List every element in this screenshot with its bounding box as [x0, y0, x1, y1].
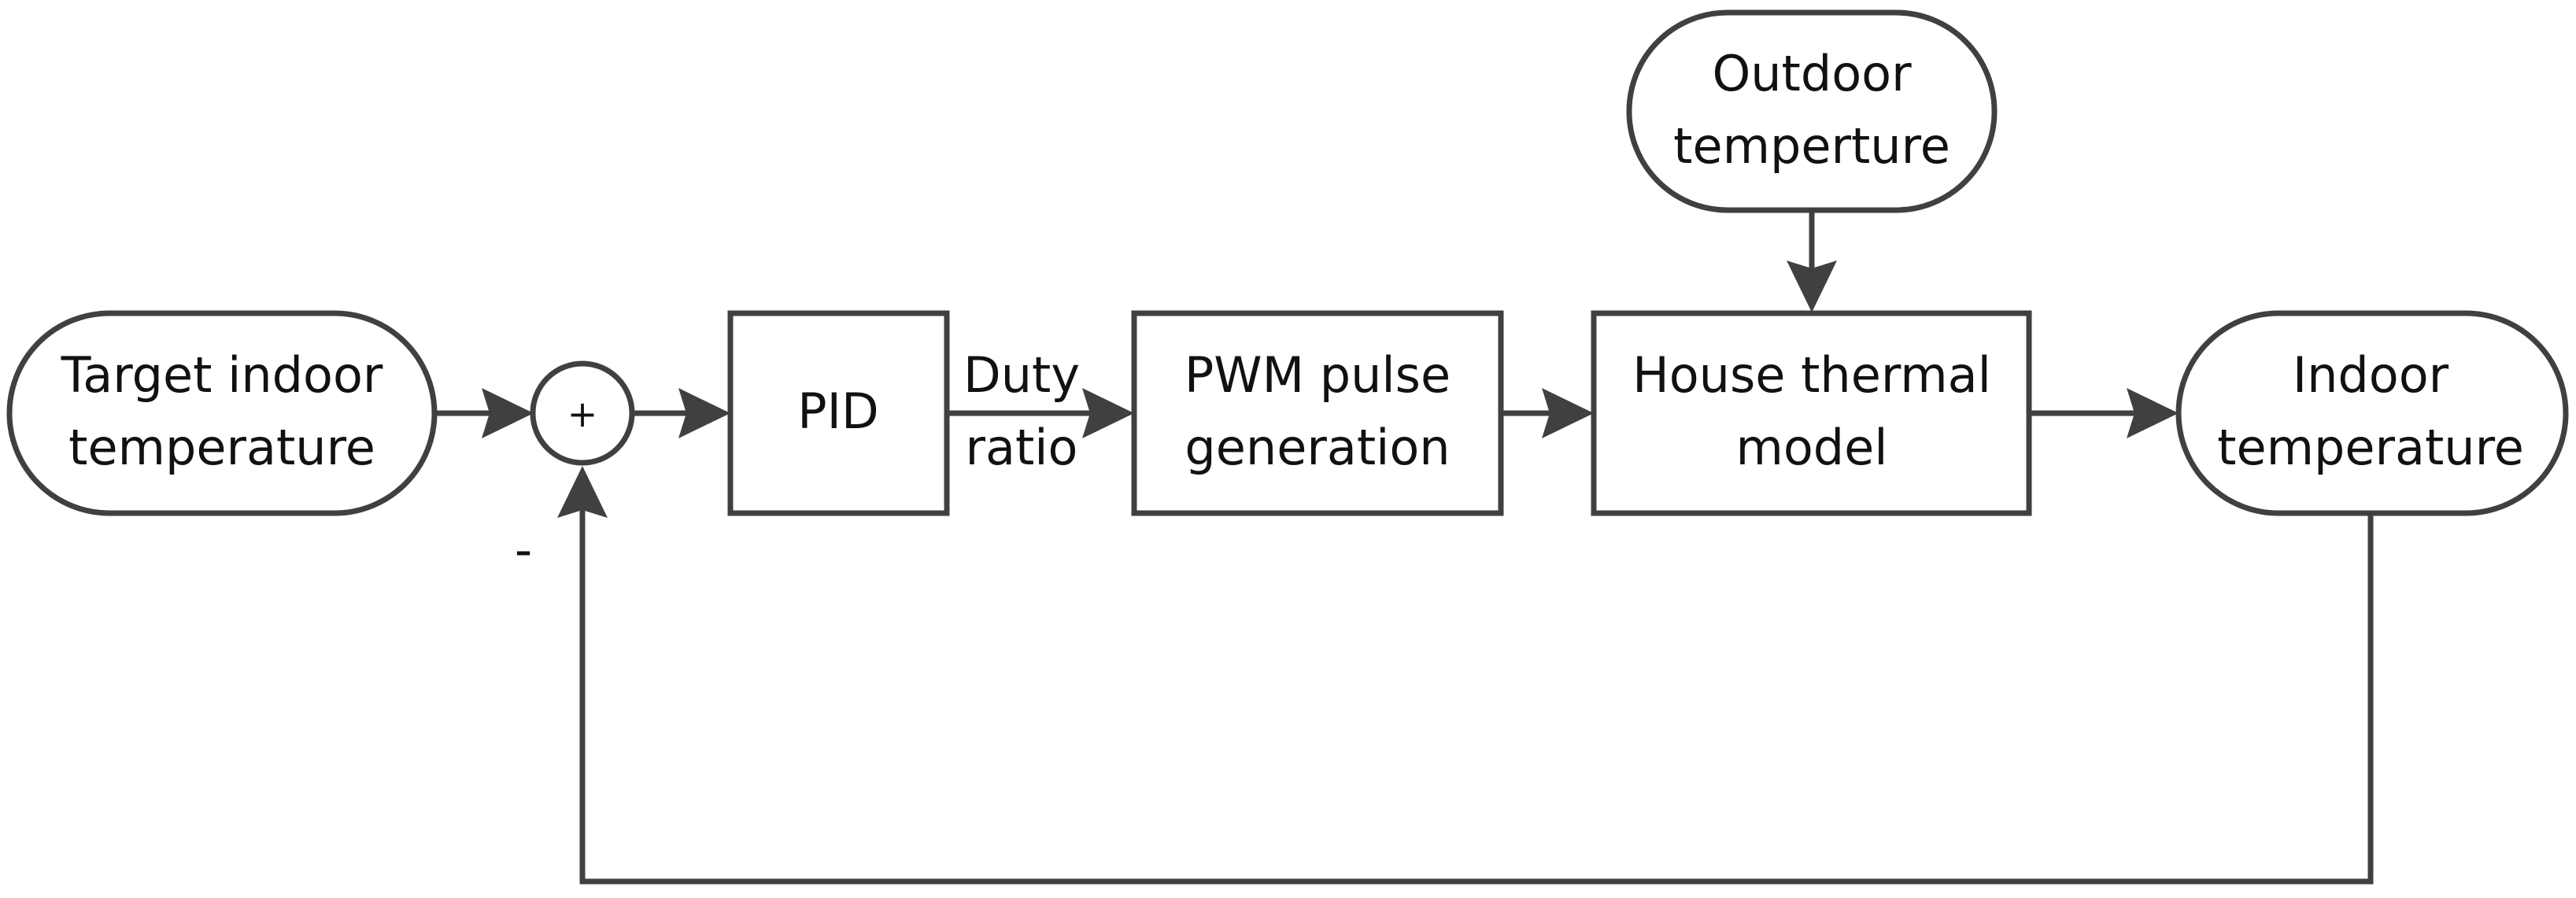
arrowhead-target-to-sum: [482, 388, 534, 438]
pwm-pulse-generation-block: [1131, 310, 1504, 516]
arrowhead-feedback-to-sum: [557, 466, 608, 518]
arrowhead-pid-to-pwm: [1082, 388, 1134, 438]
summing-plus-sign: +: [567, 393, 598, 435]
arrowhead-outdoor-to-house: [1787, 261, 1837, 312]
target-indoor-temperature-node: [6, 310, 438, 516]
house-thermal-model-block: [1591, 310, 2032, 516]
arrowhead-house-to-indoor: [2127, 388, 2179, 438]
outdoor-label-line1: Outdoor: [1712, 45, 1912, 102]
indoor-label-line2: temperature: [2217, 419, 2524, 476]
pwm-label-line2: generation: [1185, 419, 1450, 476]
house-label-line2: model: [1735, 419, 1887, 476]
summing-junction: [530, 360, 635, 466]
pid-block: [727, 310, 950, 516]
indoor-temperature-node: [2175, 310, 2569, 516]
target-label-line2: temperature: [68, 419, 375, 476]
outdoor-label-line2: temperture: [1673, 117, 1950, 175]
feedback-minus-sign: -: [515, 521, 532, 578]
outdoor-temperature-node: [1626, 9, 1998, 213]
pwm-label-line1: PWM pulse: [1185, 346, 1451, 404]
duty-ratio-label-line2: ratio: [966, 419, 1078, 476]
edge-feedback-loop: [579, 508, 2374, 885]
arrowhead-pwm-to-house: [1542, 388, 1594, 438]
house-label-line1: House thermal: [1632, 346, 1991, 404]
arrowhead-sum-to-pid: [678, 388, 730, 438]
duty-ratio-label-line1: Duty: [963, 346, 1080, 404]
target-label-line1: Target indoor: [61, 346, 383, 404]
pid-label: PID: [797, 382, 878, 440]
indoor-label-line1: Indoor: [2293, 346, 2449, 404]
